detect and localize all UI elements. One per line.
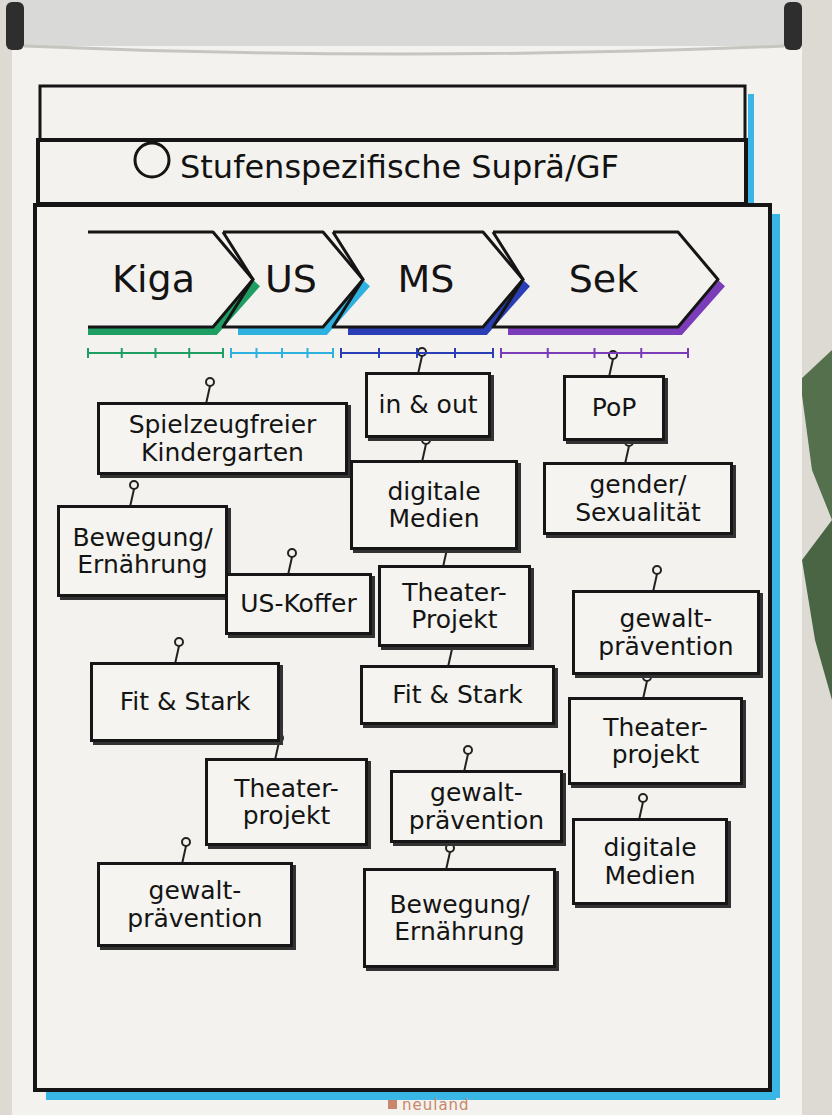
ruler-tick [500, 348, 502, 358]
watermark: neuland [402, 1096, 470, 1114]
topic-card: gewalt- prävention [390, 770, 563, 843]
card-text: Theater- projekt [579, 714, 732, 769]
topic-card: Theater- projekt [568, 697, 743, 785]
arrow-outline [493, 232, 718, 327]
card-text: Spielzeugfreier Kindergarten [108, 411, 337, 466]
ruler-tick [416, 348, 418, 358]
ruler-tick [222, 348, 224, 358]
card-text: PoP [592, 394, 637, 422]
topic-card: Bewegung/ Ernährung [363, 868, 556, 968]
card-text: Fit & Stark [120, 688, 250, 716]
topic-card: gewalt- prävention [572, 590, 760, 675]
topic-card: Fit & Stark [90, 662, 280, 742]
card-text: gender/ Sexualität [554, 471, 722, 526]
topic-card: gewalt- prävention [97, 862, 293, 947]
topic-card: gender/ Sexualität [543, 462, 733, 535]
ruler-tick [230, 348, 232, 358]
card-text: Bewegung/ Ernährung [374, 891, 545, 946]
ruler-tick [340, 348, 342, 358]
topic-card: Theater- projekt [205, 758, 368, 846]
ruler-tick [547, 348, 549, 358]
ruler-tick [640, 348, 642, 358]
stage-arrow: Sek [493, 232, 718, 327]
stage-arrow: Kiga [88, 232, 253, 327]
topic-card: Spielzeugfreier Kindergarten [97, 402, 348, 475]
stage-label: Kiga [112, 259, 195, 301]
ruler-tick [256, 348, 258, 358]
card-text: gewalt- prävention [401, 779, 552, 834]
ruler-tick [121, 348, 123, 358]
stage-label: US [265, 259, 317, 301]
card-text: Theater- projekt [216, 775, 357, 830]
topic-card: Fit & Stark [360, 665, 555, 725]
ruler-tick [188, 348, 190, 358]
card-text: digitale Medien [583, 834, 717, 889]
arrow-outline [333, 232, 523, 327]
topic-card: in & out [365, 372, 491, 438]
ruler-tick [155, 348, 157, 358]
ruler-tick [281, 348, 283, 358]
ruler-tick [492, 348, 494, 358]
topic-card: PoP [563, 375, 665, 441]
ruler-tick [594, 348, 596, 358]
ruler-tick [332, 348, 334, 358]
topic-card: digitale Medien [572, 818, 728, 905]
chart-title: Stufenspezifische Suprä/GF [180, 148, 619, 186]
stage-label: MS [398, 259, 455, 301]
topic-card: Theater- Projekt [378, 565, 531, 647]
card-text: digitale Medien [361, 478, 507, 533]
ruler-tick [307, 348, 309, 358]
ruler-tick [87, 348, 89, 358]
card-text: US-Koffer [240, 590, 357, 618]
topic-card: Bewegung/ Ernährung [57, 505, 228, 597]
card-text: Bewegung/ Ernährung [68, 524, 217, 579]
stage-label: Sek [569, 259, 639, 301]
topic-card: US-Koffer [225, 573, 372, 635]
card-text: gewalt- prävention [583, 605, 749, 660]
topic-card: digitale Medien [350, 460, 518, 550]
card-text: Theater- Projekt [389, 579, 520, 634]
card-text: Fit & Stark [392, 681, 522, 709]
ruler-tick [454, 348, 456, 358]
ruler-tick [687, 348, 689, 358]
arrow-outline [88, 232, 253, 327]
card-text: gewalt- prävention [108, 877, 282, 932]
stage-arrow: MS [333, 232, 523, 327]
card-text: in & out [378, 391, 477, 419]
ruler-tick [378, 348, 380, 358]
